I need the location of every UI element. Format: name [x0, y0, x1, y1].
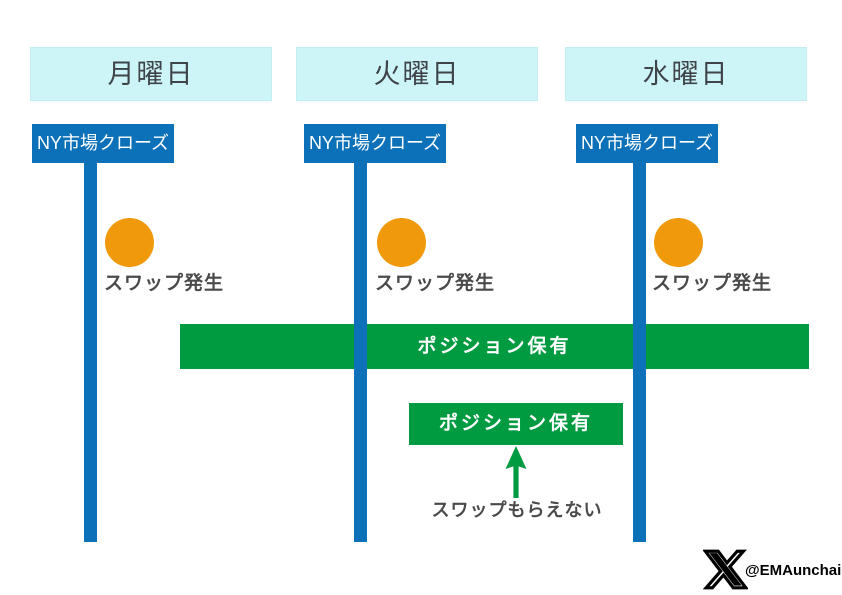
position-held-bar-long: ポジション保有	[180, 324, 809, 369]
ny-close-label-tuesday: NY市場クローズ	[304, 124, 446, 163]
x-logo-icon	[703, 549, 748, 589]
ny-close-label-monday: NY市場クローズ	[32, 124, 174, 163]
day-header-wednesday: 水曜日	[565, 47, 807, 101]
timeline-tuesday	[354, 163, 367, 542]
timeline-wednesday	[633, 163, 646, 542]
footer-credit: @EMAunchain	[703, 545, 842, 593]
up-arrow-icon	[505, 446, 527, 498]
swap-occurs-label-tuesday: スワップ発生	[375, 273, 496, 294]
position-held-bar-short: ポジション保有	[409, 403, 623, 445]
timeline-monday	[84, 163, 97, 542]
credit-handle: @EMAunchain	[745, 561, 842, 579]
swap-dot-icon-tuesday	[377, 218, 426, 267]
swap-dot-icon-monday	[105, 218, 154, 267]
day-header-tuesday: 火曜日	[296, 47, 538, 101]
day-header-monday: 月曜日	[30, 47, 272, 101]
no-swap-annotation: スワップもらえない	[431, 500, 603, 520]
swap-occurs-label-monday: スワップ発生	[104, 273, 225, 294]
ny-close-label-wednesday: NY市場クローズ	[576, 124, 718, 163]
swap-occurs-label-wednesday: スワップ発生	[652, 273, 773, 294]
swap-dot-icon-wednesday	[654, 218, 703, 267]
